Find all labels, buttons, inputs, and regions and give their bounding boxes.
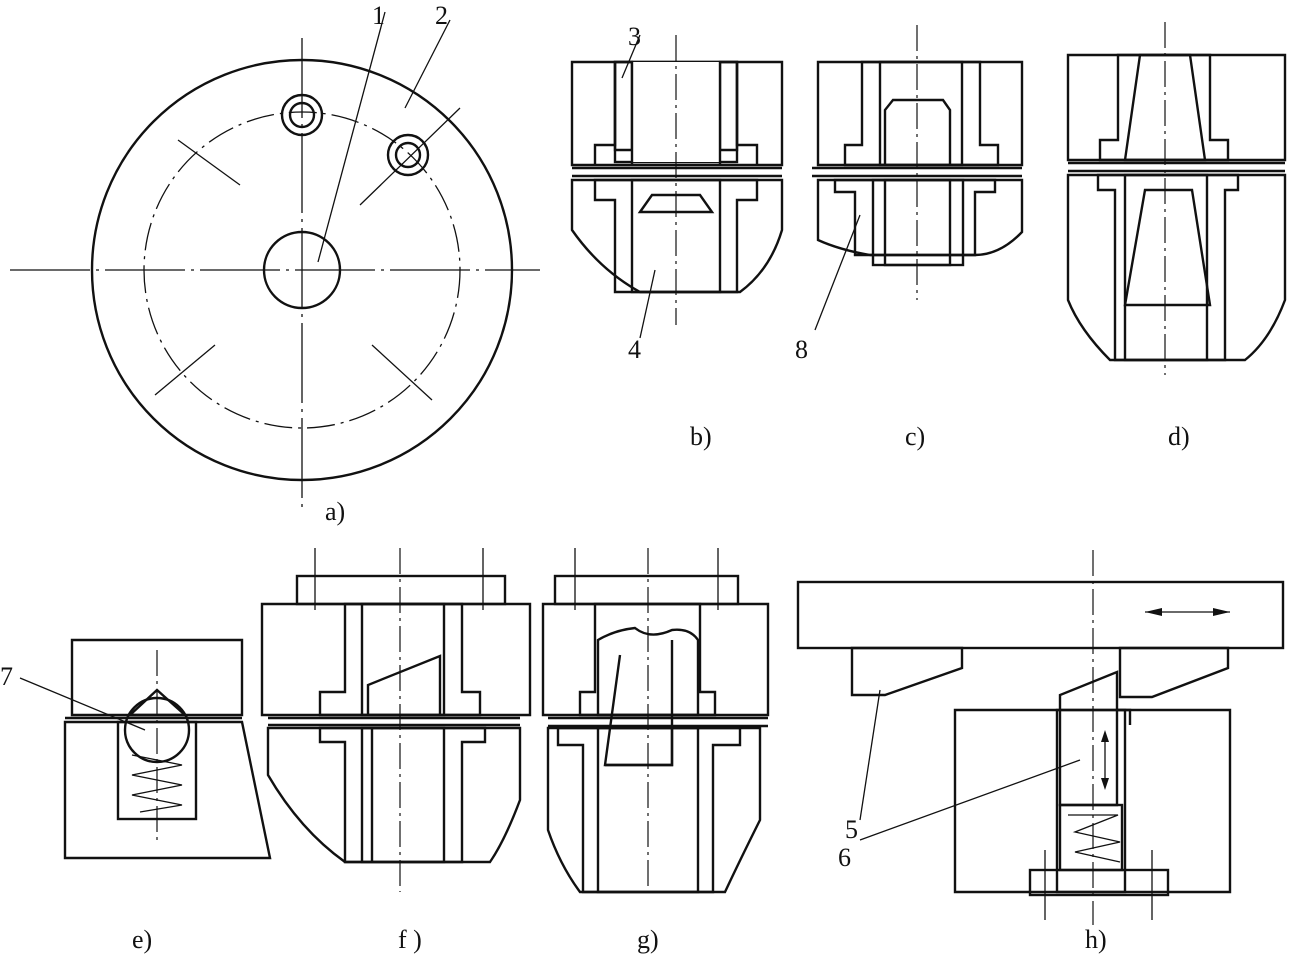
e-spring bbox=[131, 754, 183, 813]
label-5: 5 bbox=[845, 815, 858, 844]
radial-mark-sw bbox=[154, 344, 216, 396]
index-hole-inner bbox=[288, 101, 316, 129]
e-lower-plate bbox=[63, 720, 272, 860]
label-7: 7 bbox=[0, 662, 13, 691]
f-upper-plate bbox=[260, 602, 532, 717]
caption-g: g) bbox=[637, 925, 659, 954]
center-shaft-1 bbox=[262, 230, 342, 310]
b-lower-plate bbox=[570, 178, 784, 294]
caption-d: d) bbox=[1168, 422, 1190, 451]
view-a-plan: 1 2 a) bbox=[10, 1, 540, 526]
d-taper-pin bbox=[1123, 188, 1212, 307]
e-upper-plate bbox=[70, 638, 244, 717]
view-c-section: 8 c) bbox=[795, 25, 1024, 451]
leader-2 bbox=[404, 19, 451, 109]
g-upper-plate bbox=[541, 602, 770, 717]
view-h-section: 5 6 h) bbox=[796, 550, 1285, 954]
caption-h: h) bbox=[1085, 925, 1107, 954]
view-e-ball-detent: 7 e) bbox=[0, 638, 272, 954]
index-pin-2-inner bbox=[394, 141, 422, 169]
view-b-section: 3 4 b) bbox=[570, 22, 784, 451]
label-8: 8 bbox=[795, 335, 808, 364]
index-hole-outer bbox=[280, 93, 324, 137]
h-base-plate bbox=[953, 708, 1232, 894]
g-lower-plate bbox=[546, 726, 762, 894]
label-2: 2 bbox=[435, 1, 448, 30]
h-dog-5 bbox=[850, 646, 964, 697]
view-g-section: g) bbox=[541, 548, 770, 954]
radial-line-ne bbox=[359, 107, 461, 206]
d-taper-hole bbox=[1123, 53, 1207, 162]
label-6: 6 bbox=[838, 843, 851, 872]
g-workpiece bbox=[553, 574, 740, 606]
view-f-section: f ) bbox=[260, 548, 532, 954]
f-workpiece bbox=[295, 574, 507, 606]
d-upper-plate bbox=[1066, 53, 1287, 162]
h-slide-bar bbox=[796, 580, 1285, 650]
radial-mark-se bbox=[371, 344, 433, 401]
h-dog-right bbox=[1118, 646, 1230, 699]
caption-b: b) bbox=[690, 422, 712, 451]
h-spring bbox=[1068, 814, 1121, 863]
label-4: 4 bbox=[628, 335, 641, 364]
caption-e: e) bbox=[132, 925, 152, 954]
caption-a: a) bbox=[325, 497, 345, 526]
g-taper-pin bbox=[603, 640, 674, 767]
c-bushing-8 bbox=[833, 178, 997, 257]
label-1: 1 bbox=[372, 1, 385, 30]
d-lower-plate bbox=[1066, 173, 1287, 362]
caption-f: f ) bbox=[398, 925, 422, 954]
f-lower-plate bbox=[266, 726, 522, 864]
view-d-section: d) bbox=[1066, 22, 1287, 451]
radial-mark-nw bbox=[177, 139, 241, 186]
label-3: 3 bbox=[628, 22, 641, 51]
h-plunger-6 bbox=[1058, 670, 1119, 807]
caption-c: c) bbox=[905, 422, 925, 451]
index-pin-2-outer bbox=[386, 133, 430, 177]
leader-1 bbox=[317, 11, 386, 263]
c-upper-plate bbox=[816, 60, 1024, 167]
